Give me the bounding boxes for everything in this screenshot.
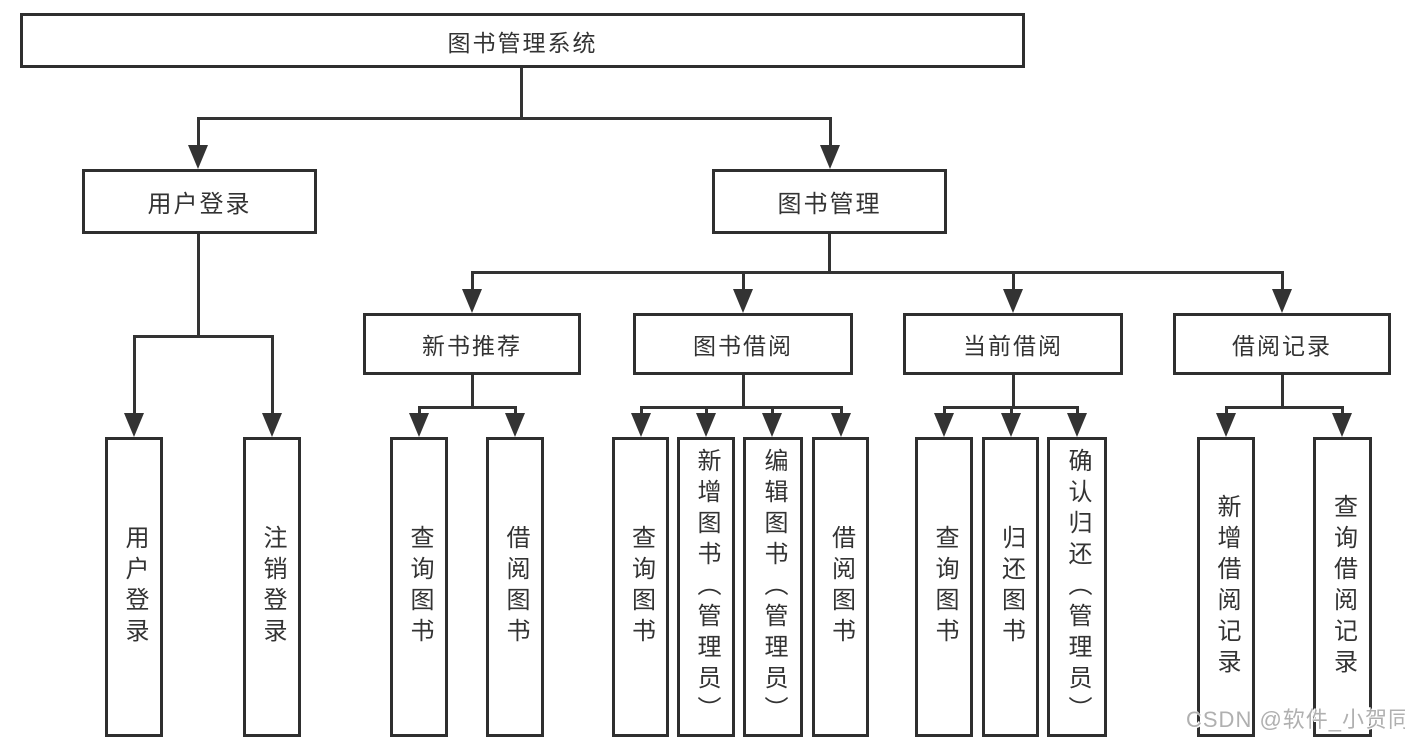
arrowhead-current-confirm	[1067, 413, 1087, 437]
leaf-borrow-edit-books-admin: 编辑图书（管理员）	[743, 437, 803, 737]
node-label: 借阅记录	[1232, 333, 1332, 359]
connector-root-stem	[520, 68, 523, 119]
leaf-newbook-borrow-books: 借阅图书	[486, 437, 544, 737]
leaf-current-confirm-return-admin: 确认归还（管理员）	[1047, 437, 1107, 737]
arrowhead-leaf-logout	[262, 413, 282, 437]
leaf-label: 查询图书	[406, 525, 433, 649]
connector-login-stem	[197, 234, 200, 338]
connector-current-drop-3	[1076, 406, 1079, 415]
connector-login-drop-1	[133, 335, 136, 415]
connector-borrow-stem	[742, 375, 745, 409]
node-label: 新书推荐	[422, 333, 522, 359]
node-label: 用户登录	[147, 191, 252, 218]
connector-login-rail	[133, 335, 274, 338]
arrowhead-records-add	[1216, 413, 1236, 437]
node-library-management-system: 图书管理系统	[20, 13, 1025, 68]
node-label: 图书管理系统	[447, 29, 598, 56]
node-current-borrowing: 当前借阅	[903, 313, 1123, 375]
leaf-label: 编辑图书（管理员）	[760, 447, 787, 727]
leaf-borrow-add-books-admin: 新增图书（管理员）	[677, 437, 735, 737]
arrowhead-borrow-edit	[762, 413, 782, 437]
node-new-book-recommend: 新书推荐	[363, 313, 581, 375]
connector-borrow-rail	[640, 406, 842, 409]
arrowhead-leaf-user-login	[124, 413, 144, 437]
arrowhead-user-login	[188, 145, 208, 169]
connector-records-drop-1	[1225, 406, 1228, 415]
arrowhead-borrowing-records	[1272, 289, 1292, 313]
connector-mgmt-drop-2	[742, 271, 745, 291]
leaf-label: 借阅图书	[827, 525, 855, 649]
connector-newbook-drop-1	[418, 406, 421, 415]
connector-login-drop-2	[271, 335, 274, 415]
node-book-borrowing: 图书借阅	[633, 313, 853, 375]
node-label: 图书借阅	[693, 333, 793, 359]
connector-borrow-drop-4	[840, 406, 843, 415]
connector-newbook-drop-2	[514, 406, 517, 415]
arrowhead-current-query	[934, 413, 954, 437]
leaf-label: 归还图书	[997, 525, 1025, 649]
leaf-records-add-record: 新增借阅记录	[1197, 437, 1255, 737]
leaf-newbook-query-books: 查询图书	[390, 437, 448, 737]
arrowhead-new-book-recommend	[462, 289, 482, 313]
connector-borrow-drop-1	[640, 406, 643, 415]
connector-borrow-drop-3	[771, 406, 774, 415]
connector-newbook-stem	[471, 375, 474, 409]
leaf-current-query-books: 查询图书	[915, 437, 973, 737]
connector-root-rail	[197, 117, 832, 120]
connector-current-drop-1	[943, 406, 946, 415]
arrowhead-book-management	[820, 145, 840, 169]
connector-records-drop-2	[1341, 406, 1344, 415]
leaf-label: 借阅图书	[502, 525, 529, 649]
leaf-borrow-borrow-books: 借阅图书	[812, 437, 869, 737]
leaf-label: 注销登录	[259, 525, 286, 649]
leaf-current-return-books: 归还图书	[982, 437, 1039, 737]
connector-current-stem	[1012, 375, 1015, 409]
leaf-label: 查询图书	[931, 525, 958, 649]
leaf-label: 查询借阅记录	[1329, 494, 1357, 680]
connector-mgmt-rail	[471, 271, 1283, 274]
connector-mgmt-drop-3	[1012, 271, 1015, 291]
connector-mgmt-drop-4	[1281, 271, 1284, 291]
leaf-label: 用户登录	[121, 525, 148, 649]
arrowhead-current-borrowing	[1003, 289, 1023, 313]
connector-newbook-rail	[418, 406, 517, 409]
csdn-watermark: CSDN @软件_小贺同学	[1186, 707, 1405, 732]
connector-mgmt-stem	[828, 234, 831, 274]
leaf-label: 新增借阅记录	[1213, 494, 1240, 680]
node-borrowing-records: 借阅记录	[1173, 313, 1391, 375]
arrowhead-newbook-query	[409, 413, 429, 437]
connector-mgmt-drop-1	[471, 271, 474, 291]
node-book-management-branch: 图书管理	[712, 169, 947, 234]
leaf-label: 查询图书	[627, 525, 655, 649]
arrowhead-book-borrowing	[733, 289, 753, 313]
leaf-records-query-record: 查询借阅记录	[1313, 437, 1372, 737]
connector-root-drop-left	[197, 117, 200, 147]
connector-current-drop-2	[1010, 406, 1013, 415]
arrowhead-current-return	[1001, 413, 1021, 437]
leaf-user-login: 用户登录	[105, 437, 163, 737]
arrowhead-newbook-borrow	[505, 413, 525, 437]
arrowhead-borrow-add	[696, 413, 716, 437]
leaf-label: 确认归还（管理员）	[1064, 447, 1091, 727]
leaf-label: 新增图书（管理员）	[693, 447, 720, 727]
arrowhead-records-query	[1332, 413, 1352, 437]
node-user-login-branch: 用户登录	[82, 169, 317, 234]
leaf-logout: 注销登录	[243, 437, 301, 737]
connector-records-rail	[1225, 406, 1344, 409]
connector-records-stem	[1281, 375, 1284, 409]
leaf-borrow-query-books: 查询图书	[612, 437, 669, 737]
node-label: 当前借阅	[963, 333, 1063, 359]
node-label: 图书管理	[777, 191, 882, 218]
connector-borrow-drop-2	[705, 406, 708, 415]
connector-root-drop-right	[829, 117, 832, 147]
arrowhead-borrow-borrow	[831, 413, 851, 437]
arrowhead-borrow-query	[631, 413, 651, 437]
